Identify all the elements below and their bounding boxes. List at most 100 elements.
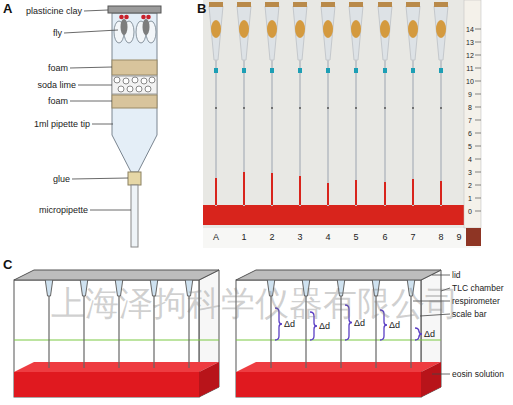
eosin-solution <box>236 362 441 372</box>
marker-dot <box>440 107 442 109</box>
photo-respirometer <box>265 2 279 206</box>
scale-number: 13 <box>466 39 474 46</box>
photo-respirometer <box>321 2 335 206</box>
eosin-column <box>215 178 217 205</box>
photo-respirometer <box>378 2 392 206</box>
soda-lime-grain <box>118 86 124 92</box>
ruler <box>464 0 481 228</box>
leader-line <box>92 124 113 125</box>
panel-letter: A <box>3 2 12 15</box>
micropipette <box>215 55 217 206</box>
micropipette <box>412 55 414 206</box>
eosin-solution <box>421 362 441 397</box>
ruler-tick <box>475 159 481 160</box>
ruler-tick <box>475 198 481 199</box>
scale-number: 9 <box>468 91 472 98</box>
chamber-lid <box>236 270 441 280</box>
ruler-tick <box>475 68 481 69</box>
micropipette <box>355 55 357 206</box>
fly-eye <box>119 15 124 20</box>
plasticine-cap <box>349 2 363 7</box>
eosin-bath <box>203 205 464 225</box>
fly-eye <box>124 15 129 20</box>
leader-line <box>432 275 450 276</box>
delta-label: Δd <box>424 330 435 339</box>
sample-label: 4 <box>325 233 330 242</box>
ruler-tick <box>475 55 481 56</box>
foam-plug <box>323 20 333 38</box>
fly-icon <box>114 15 134 43</box>
pipette-tip <box>237 6 251 60</box>
part-label: foam <box>48 97 68 106</box>
marker-dot <box>270 68 274 73</box>
leader-line <box>84 10 108 11</box>
eosin-column <box>243 172 245 205</box>
ruler-tick <box>475 107 481 108</box>
ruler-tick <box>475 81 481 82</box>
scale-number: 14 <box>466 26 474 33</box>
eosin-column <box>355 180 357 205</box>
marker-dot <box>214 68 218 73</box>
sample-label: 7 <box>410 233 415 242</box>
plasticine-cap <box>237 2 251 7</box>
eosin-column <box>412 179 414 205</box>
soda-lime-grain <box>149 77 155 83</box>
ruler-tick <box>475 120 481 121</box>
fly-icon <box>136 15 156 43</box>
ruler-tick <box>475 94 481 95</box>
plasticine-cap <box>293 2 307 7</box>
micropipette <box>271 55 273 206</box>
eosin-column <box>440 181 442 205</box>
plasticine-cap <box>108 6 161 13</box>
fly-body <box>121 19 128 35</box>
marker-dot <box>271 107 273 109</box>
soda-lime-grain <box>132 77 138 83</box>
foam-plug <box>408 20 418 38</box>
leader-line <box>70 101 112 102</box>
part-label: micropipette <box>39 206 88 215</box>
marker-dot <box>326 68 330 73</box>
photo-respirometer <box>209 2 223 206</box>
pipette-tip <box>321 6 335 60</box>
pipette-tip <box>349 6 363 60</box>
part-label: lid <box>452 271 461 280</box>
ruler-tick <box>475 29 481 30</box>
foam-plug <box>436 20 446 38</box>
soda-lime-grain <box>127 86 133 92</box>
pipette-tip <box>265 6 279 60</box>
ruler-tick <box>475 172 481 173</box>
plasticine-cap <box>434 2 448 7</box>
sample-label: 6 <box>382 233 387 242</box>
photo-respirometer <box>237 2 251 206</box>
ruler-tick <box>475 211 481 212</box>
soda-lime-grain <box>136 86 142 92</box>
sample-label: 9 <box>456 233 461 242</box>
micropipette <box>384 55 386 206</box>
sample-label: 3 <box>297 233 302 242</box>
part-label: plasticine clay <box>26 7 82 16</box>
eosin-column <box>271 173 273 205</box>
marker-dot <box>411 68 415 73</box>
part-label: respirometer <box>452 297 500 306</box>
foam-plug <box>295 20 305 38</box>
marker-dot <box>355 107 357 109</box>
photo-respirometer <box>349 2 363 206</box>
figure-panel: A <box>0 0 194 250</box>
scale-number: 3 <box>468 169 472 176</box>
sample-label: 2 <box>269 233 274 242</box>
foam-plug <box>267 20 277 38</box>
eosin-solution <box>14 362 219 372</box>
part-label: eosin solution <box>452 370 504 379</box>
ruler-tick <box>475 146 481 147</box>
leader-line <box>72 178 128 179</box>
part-label: foam <box>48 64 68 73</box>
fly-eye <box>146 15 151 20</box>
foam-plug <box>211 20 221 38</box>
fly-body <box>143 19 150 35</box>
part-label: fly <box>53 29 62 38</box>
scale-line <box>14 340 219 341</box>
marker-dot <box>384 107 386 109</box>
marker-dot <box>242 68 246 73</box>
